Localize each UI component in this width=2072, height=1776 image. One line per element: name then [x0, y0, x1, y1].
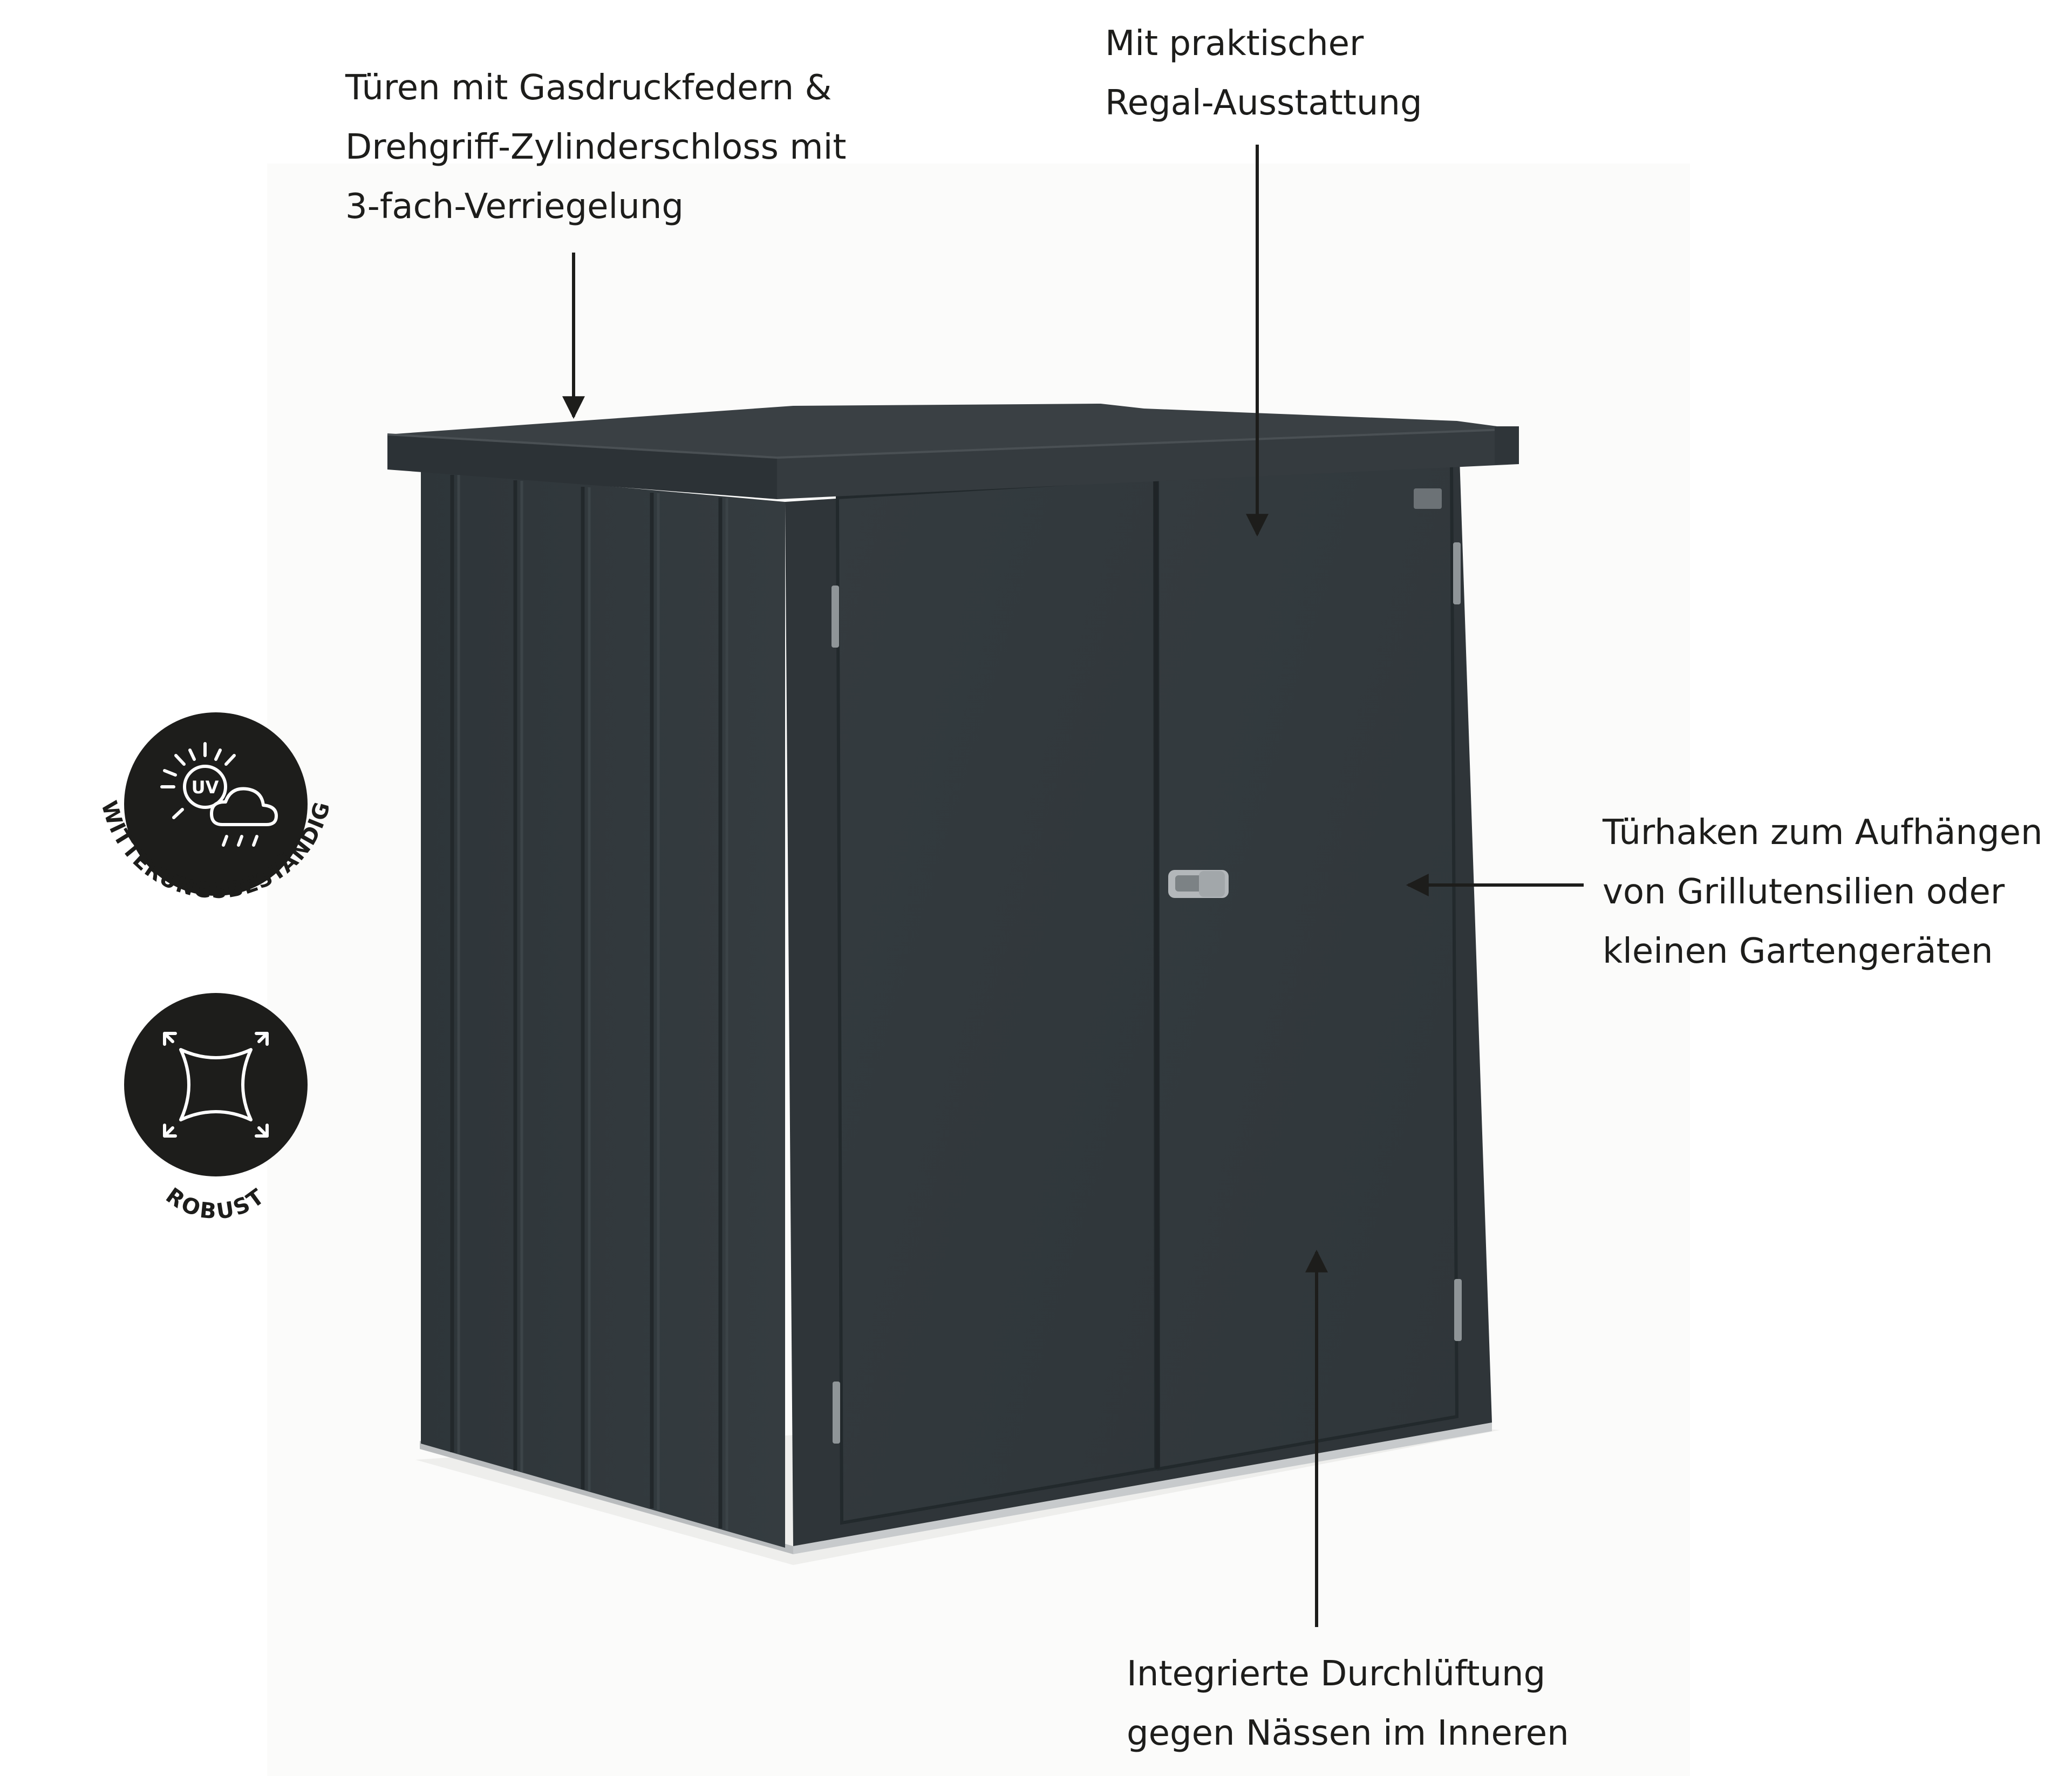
roof — [387, 404, 1517, 458]
uv-icon-text: UV — [192, 777, 219, 798]
robust-badge-label: ROBUST — [161, 1183, 270, 1224]
brand-plate — [1414, 488, 1442, 509]
roof-edge — [387, 434, 777, 499]
callout-doors-locks: Türen mit Gasdruckfedern & Drehgriff-Zyl… — [345, 58, 846, 236]
callout-hooks-line-2: von Grillutensilien oder — [1603, 872, 2005, 912]
uv-sun-cloud-icon: UV — [160, 742, 278, 847]
callout-shelving: Mit praktischer Regal-Ausstattung — [1105, 14, 1422, 133]
callout-doors-line-3: 3-fach-Verriegelung — [345, 187, 684, 227]
side-wall — [421, 469, 785, 1548]
callout-doors-line-1: Türen mit Gasdruckfedern & — [345, 68, 832, 108]
robust-badge: ROBUST — [124, 993, 308, 1224]
callout-hooks-line-1: Türhaken zum Aufhängen — [1603, 813, 2043, 853]
callout-doors-line-2: Drehgriff-Zylinderschloss mit — [345, 127, 847, 167]
robust-badge-circle — [124, 993, 308, 1176]
left-door — [835, 477, 1158, 1525]
callout-shelf-line-2: Regal-Ausstattung — [1105, 83, 1422, 123]
door-handle — [1168, 870, 1229, 898]
callout-ventilation: Integrierte Durchlüftung gegen Nässen im… — [1127, 1644, 1569, 1763]
side-wall-ribs — [450, 475, 723, 1528]
right-door — [1155, 463, 1459, 1471]
callout-shelf-line-1: Mit praktischer — [1105, 24, 1364, 64]
callout-vent-line-2: gegen Nässen im Inneren — [1127, 1713, 1569, 1753]
callout-vent-line-1: Integrierte Durchlüftung — [1127, 1654, 1546, 1694]
callout-hooks-line-3: kleinen Gartengeräten — [1603, 931, 1993, 971]
callout-door-hooks: Türhaken zum Aufhängen von Grillutensili… — [1603, 803, 2043, 981]
callout-arrows — [562, 145, 1584, 1627]
door-hinges — [831, 542, 1462, 1444]
robust-square-arrows-icon — [163, 1032, 269, 1138]
storage-shed-image — [387, 404, 1519, 1565]
